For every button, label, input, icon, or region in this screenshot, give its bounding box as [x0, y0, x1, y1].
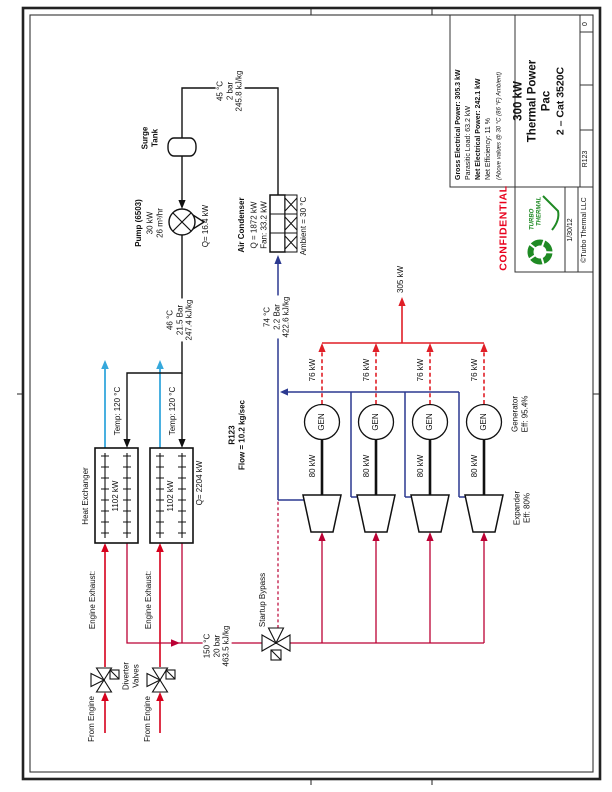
gen-label-2: GEN — [371, 413, 381, 431]
r123-flow-label: R123 Flow = 10.2 kg/sec — [227, 399, 246, 471]
diverter-valve-icon-2 — [146, 667, 176, 693]
expander-turbine-icons — [302, 494, 504, 533]
hx2-duty: 1102 kW — [166, 479, 176, 513]
diverter-valves-label: Diverter Valves — [121, 661, 140, 691]
drawing-canvas: From Engine From Engine Diverter Valves … — [17, 6, 602, 785]
heat-exchanger-symbol — [94, 447, 194, 544]
heat-exchanger-title: Heat Exchanger — [81, 467, 91, 525]
condenser-inlet-state: 74 °C 2.2 Bar 422.6 kJ/kg — [262, 295, 292, 339]
hx1-outlet-temp: Temp: 120 °C — [113, 386, 123, 436]
engine-exhaust-label-2: Engine Exhaust: — [144, 570, 154, 630]
logo-text-2: THERMAL — [536, 196, 543, 226]
shaft-power-1: 80 kW — [308, 453, 318, 479]
spec-parasitic: Parasitic Load: 63.2 kW — [464, 106, 472, 180]
shaft-lines — [320, 439, 486, 495]
pump-discharge-state: 46 °C 21.5 Bar 247.4 kJ/kg — [165, 298, 195, 342]
pump-specs: 30 kW 26 m³/hr — [145, 208, 164, 238]
supply-state-label: 150 °C 20 bar 463.5 kJ/kg — [202, 624, 232, 668]
diverter-valve-icon — [90, 667, 120, 693]
condenser-outlet-state: 45 °C 2 bar 245.8 kJ/kg — [215, 69, 245, 113]
gen-output-3: 76 kW — [416, 358, 426, 382]
turbo-thermal-logo-icon — [527, 195, 560, 266]
gen-output-1: 76 kW — [308, 358, 318, 382]
date-label: 1/30/12 — [566, 218, 574, 242]
pump-power: Q= 16.4 kW — [201, 204, 211, 248]
confidential-label: CONFIDENTIAL — [497, 185, 510, 271]
total-output: 305 kW — [396, 265, 406, 293]
pump-name: Pump (6503) — [134, 199, 144, 247]
air-condenser-name: Air Condenser — [237, 197, 247, 253]
copyright-label: ©Turbo Thermal LLC — [580, 197, 588, 263]
gen-output-4: 76 kW — [470, 358, 480, 382]
gen-output-2: 76 kW — [362, 358, 372, 382]
spec-net: Net Electrical Power: 242.1 kW — [474, 78, 482, 180]
revision: 0 — [581, 22, 589, 26]
bypass-valve-icon — [261, 627, 291, 661]
diagram-graphics — [17, 6, 602, 785]
hx2-outlet-temp: Temp: 120 °C — [168, 386, 178, 436]
from-engine-label-1: From Engine — [87, 696, 97, 742]
fan-icon — [284, 197, 298, 250]
from-engine-label-2: From Engine — [143, 696, 153, 742]
engine-exhaust-label-1: Engine Exhaust: — [88, 570, 98, 630]
generator-eff-label: Generator Eff: 95.4% — [510, 395, 529, 433]
gen-label-4: GEN — [479, 413, 489, 431]
startup-bypass-label: Startup Bypass — [258, 572, 268, 628]
ambient-label: Ambient = 30 °C — [299, 196, 309, 256]
surge-tank-label: Surge Tank — [140, 126, 159, 150]
drawing-title: 300 kW Thermal Power Pac — [512, 59, 552, 143]
shaft-power-4: 80 kW — [470, 453, 480, 479]
sheet-border — [17, 6, 602, 785]
spec-gross: Gross Electrical Power: 305.3 kW — [454, 69, 462, 181]
exhaust-piping — [101, 543, 164, 733]
shaft-power-3: 80 kW — [416, 453, 426, 479]
electrical-bus — [318, 297, 488, 404]
exhaust-outlet-piping — [101, 360, 164, 448]
air-condenser-icon — [269, 194, 298, 253]
hx1-duty: 1102 kW — [111, 479, 121, 513]
air-condenser-duty: Q = 1872 kW Fan: 33.2 kW — [249, 201, 268, 249]
vapor-piping — [126, 500, 488, 647]
generator-icons — [303, 403, 503, 441]
gen-label-3: GEN — [425, 413, 435, 431]
title-block — [449, 14, 594, 273]
surge-tank-icon — [167, 137, 197, 157]
drawing-number: R123 — [581, 150, 589, 168]
hx-total-duty: Q= 2204 kW — [195, 460, 205, 506]
drawing-subtitle: 2 – Cat 3520C — [554, 66, 567, 136]
spec-note: (Above values @ 30 °C (86 °F) Ambient) — [496, 71, 503, 180]
pump-icon — [168, 208, 206, 236]
gen-label-1: GEN — [317, 413, 327, 431]
expander-eff-label: Expander Eff: 80% — [512, 490, 531, 526]
spec-efficiency: Net Efficiency: 11 % — [484, 118, 492, 180]
shaft-power-2: 80 kW — [362, 453, 372, 479]
